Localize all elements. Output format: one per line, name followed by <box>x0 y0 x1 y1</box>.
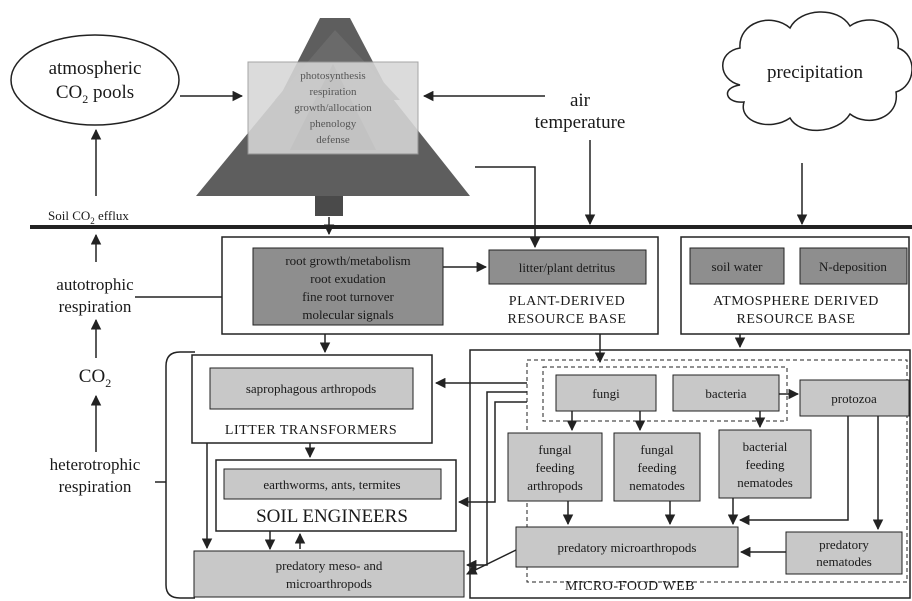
bacterial-feeding-nematodes-box <box>718 429 812 499</box>
plant-derived-caption-line2: RESOURCE BASE <box>508 312 627 327</box>
micro-food-web-container <box>469 349 911 599</box>
atmosphere-derived-caption-line2: RESOURCE BASE <box>737 312 856 327</box>
fungi-label: fungi <box>592 386 620 401</box>
protozoa-box <box>799 379 910 417</box>
earthworms-box <box>223 468 442 500</box>
svg-text:phenology: phenology <box>310 118 357 130</box>
svg-text:defense: defense <box>316 134 350 146</box>
saprophagous-arthropods-box <box>209 367 414 410</box>
fungal-feeding-nematodes-label-line2: feeding <box>638 460 677 475</box>
fungal-feeding-arthropods-label-line3: arthropods <box>527 478 583 493</box>
protozoa-label: protozoa <box>831 391 877 406</box>
air-temperature-label-line2: temperature <box>535 112 626 133</box>
n-deposition-box <box>799 247 908 285</box>
atmosphere-derived-container <box>680 236 910 335</box>
soil-engineers-container <box>215 459 457 532</box>
predatory-microarthropods-label: predatory microarthropods <box>558 540 697 555</box>
svg-text:photosynthesis: photosynthesis <box>300 70 365 82</box>
tree-icon <box>196 18 470 216</box>
autotrophic-respiration-label-line2: respiration <box>59 297 132 316</box>
fungi-box <box>555 374 657 412</box>
atmospheric-co2-label-line2: CO2 pools <box>56 82 134 106</box>
micro-food-web-caption: MICRO-FOOD WEB <box>565 579 695 594</box>
svg-text:respiration: respiration <box>309 86 357 98</box>
litter-detritus-label: litter/plant detritus <box>519 260 615 275</box>
atmospheric-co2-label-line1: atmospheric <box>49 58 142 79</box>
precipitation-label: precipitation <box>767 62 864 83</box>
litter-transformers-container <box>191 354 433 444</box>
fine-root-turnover-label: fine root turnover <box>302 289 394 304</box>
fungal-feeding-nematodes-box <box>613 432 701 502</box>
root-exudation-label: root exudation <box>310 271 386 286</box>
svg-text:growth/allocation: growth/allocation <box>294 102 372 114</box>
diagram-arrows <box>90 90 884 575</box>
decomposer-dashed-outline <box>542 366 788 422</box>
plant-derived-container <box>221 236 659 335</box>
n-deposition-label: N-deposition <box>819 259 887 274</box>
predatory-microarthropods-box <box>515 526 739 568</box>
fungal-feeding-nematodes-label-line3: nematodes <box>629 478 685 493</box>
fungal-feeding-nematodes-label: fungal <box>640 442 674 457</box>
bacteria-label: bacteria <box>705 386 746 401</box>
co2-label: CO2 <box>79 366 111 390</box>
predatory-nematodes-box <box>785 531 903 575</box>
plant-derived-caption: PLANT-DERIVED <box>509 294 625 309</box>
bacterial-feeding-nematodes-label: bacterial <box>743 439 788 454</box>
bacteria-box <box>672 374 780 412</box>
bacterial-feeding-nematodes-label-line3: nematodes <box>737 475 793 490</box>
predatory-nematodes-label: predatory <box>819 537 869 552</box>
earthworms-label: earthworms, ants, termites <box>263 477 400 492</box>
soil-co2-efflux-label: Soil CO2 efflux <box>48 208 129 226</box>
root-growth-label: root growth/metabolism <box>285 253 410 268</box>
predatory-meso-label: predatory meso- and <box>276 558 383 573</box>
fungal-feeding-arthropods-box <box>507 432 603 502</box>
soil-biota-bracket <box>165 351 195 599</box>
litter-detritus-box <box>488 249 647 285</box>
predatory-nematodes-label-line2: nematodes <box>816 554 872 569</box>
fungal-feeding-arthropods-label: fungal <box>538 442 572 457</box>
autotrophic-respiration-label: autotrophic <box>56 275 134 294</box>
air-temperature-label: air <box>570 90 591 111</box>
predatory-meso-label-line2: microarthropods <box>286 576 372 591</box>
atmosphere-derived-caption: ATMOSPHERE DERIVED <box>713 294 879 309</box>
fungal-feeding-arthropods-label-line2: feeding <box>536 460 575 475</box>
predatory-meso-box <box>193 550 465 598</box>
litter-transformers-caption: LITTER TRANSFORMERS <box>225 423 397 438</box>
cloud-icon <box>722 11 912 131</box>
heterotrophic-respiration-label: heterotrophic <box>50 455 141 474</box>
soil-water-label: soil water <box>712 259 764 274</box>
root-processes-box <box>252 247 444 326</box>
atmospheric-co2-ellipse <box>10 34 180 126</box>
tree-processes-label: photosynthesis respiration growth/alloca… <box>294 70 372 146</box>
soil-engineers-caption: SOIL ENGINEERS <box>256 506 408 527</box>
saprophagous-arthropods-label: saprophagous arthropods <box>246 381 376 396</box>
molecular-signals-label: molecular signals <box>302 307 393 322</box>
heterotrophic-respiration-label-line2: respiration <box>59 477 132 496</box>
bacterial-feeding-nematodes-label-line2: feeding <box>746 457 785 472</box>
soil-water-box <box>689 247 785 285</box>
